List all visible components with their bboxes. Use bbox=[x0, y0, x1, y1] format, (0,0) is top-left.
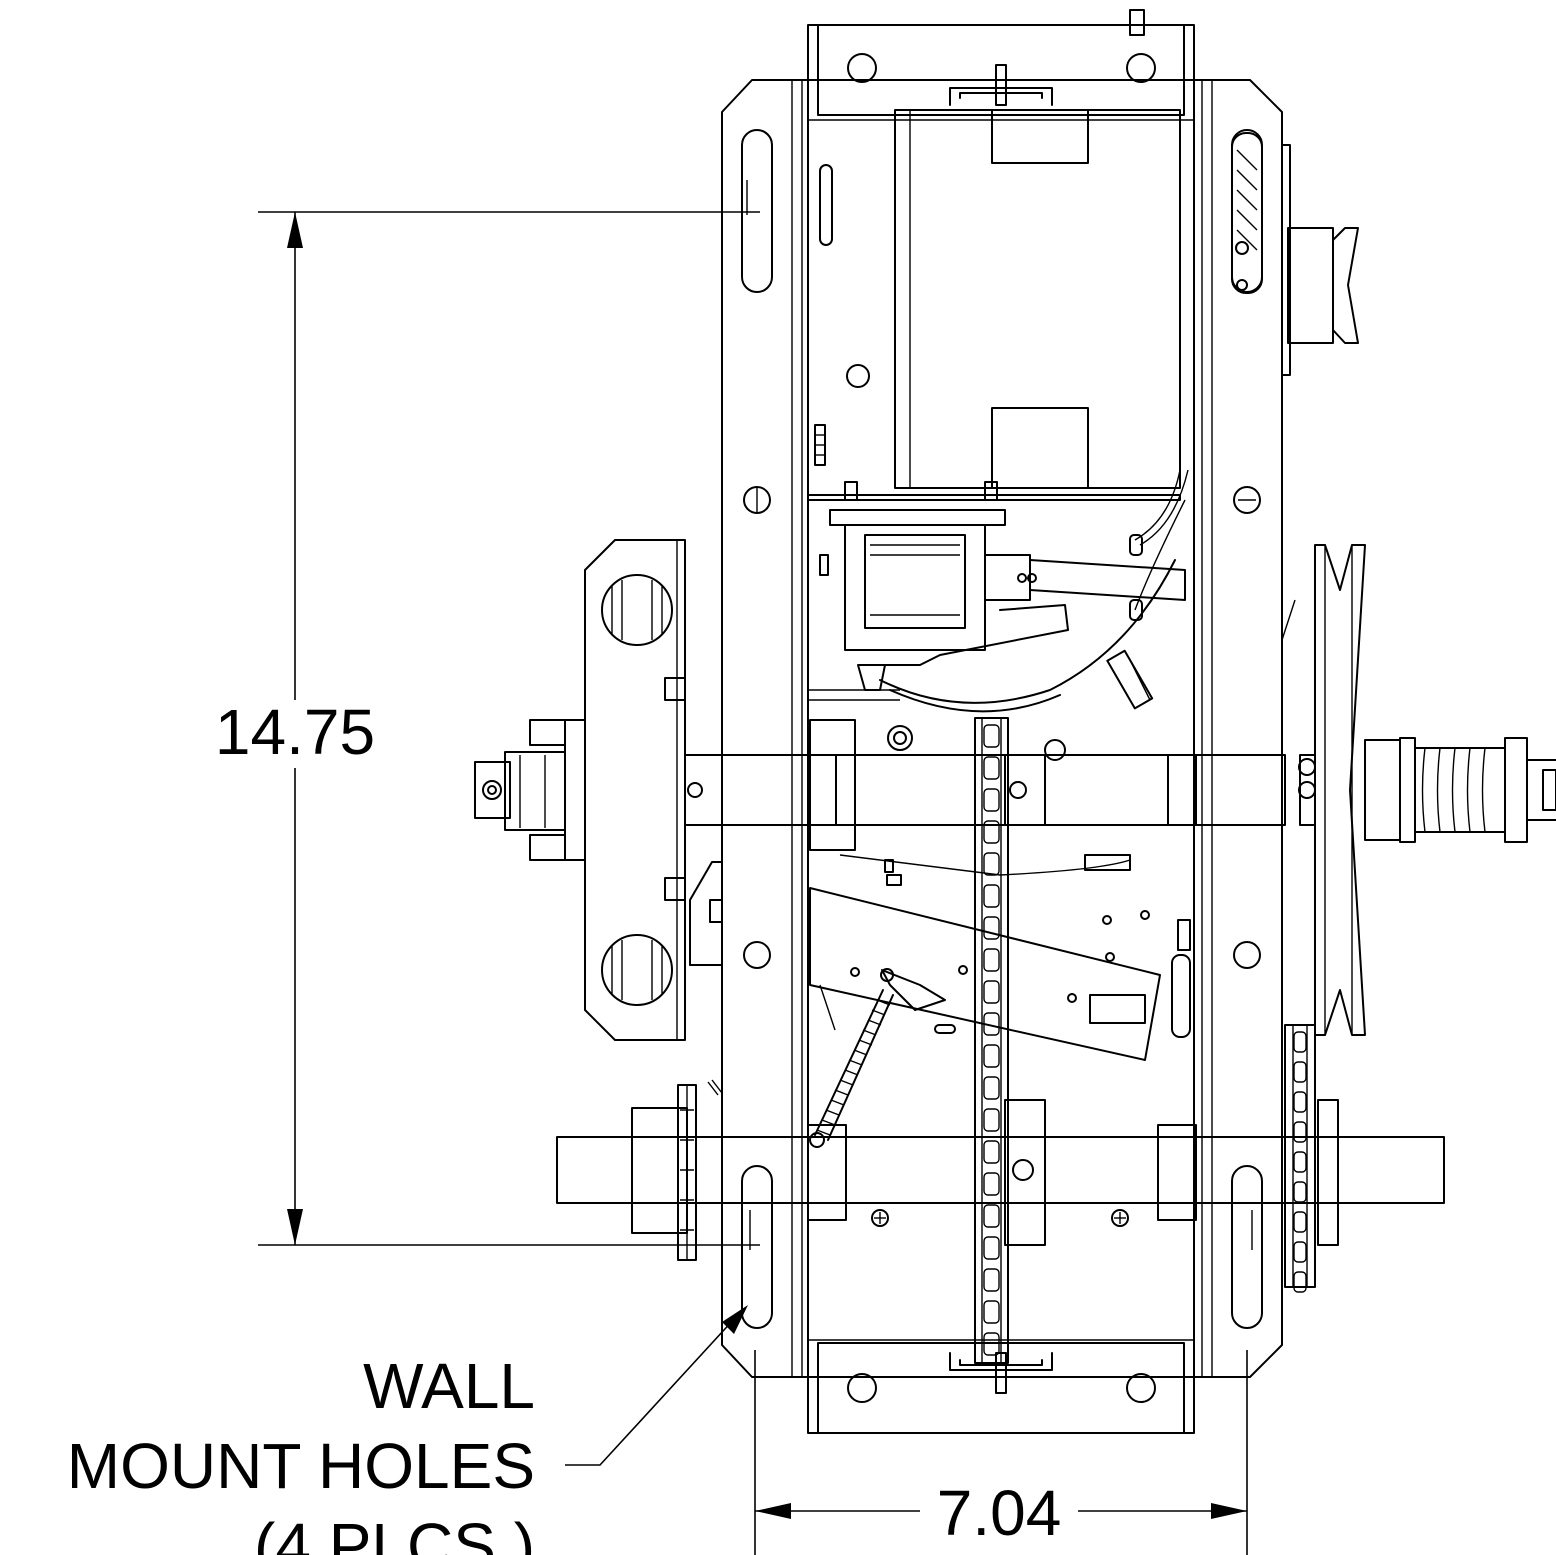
callout-arrowhead bbox=[722, 1305, 748, 1334]
callout-line-1: WALL bbox=[363, 1350, 535, 1422]
chain-link bbox=[983, 724, 1000, 748]
chain-link bbox=[983, 756, 1000, 780]
chain-link bbox=[1293, 1181, 1307, 1203]
chain-link bbox=[983, 916, 1000, 940]
arrowhead-right bbox=[1211, 1503, 1247, 1519]
chain-link bbox=[983, 1076, 1000, 1100]
lower-shaft bbox=[556, 1079, 1445, 1261]
brake-arm bbox=[809, 887, 1191, 1061]
chain-link bbox=[983, 1268, 1000, 1292]
tension-spring bbox=[809, 989, 894, 1148]
motor-box bbox=[814, 109, 1181, 489]
arrowhead-up bbox=[287, 212, 303, 248]
callout-line-2: MOUNT HOLES bbox=[67, 1430, 535, 1502]
chain-link bbox=[983, 1332, 1000, 1356]
wiring bbox=[839, 469, 1189, 886]
chain-link bbox=[983, 852, 1000, 876]
right-pulleys bbox=[1231, 132, 1556, 1293]
chain-link bbox=[983, 1012, 1000, 1036]
chain-link bbox=[1293, 1241, 1307, 1263]
arrowhead-down bbox=[287, 1209, 303, 1245]
chain-link bbox=[1293, 1031, 1307, 1053]
chain-link bbox=[1293, 1211, 1307, 1233]
chain-link bbox=[983, 980, 1000, 1004]
chain-link bbox=[1293, 1091, 1307, 1113]
chain-link bbox=[983, 1172, 1000, 1196]
chain-link bbox=[1293, 1151, 1307, 1173]
chain-link bbox=[1293, 1271, 1307, 1293]
chain-link bbox=[1293, 1121, 1307, 1143]
chain-link bbox=[983, 1204, 1000, 1228]
chain-link bbox=[983, 1044, 1000, 1068]
height-dimension: 14.75 bbox=[215, 211, 760, 1246]
chain-link bbox=[983, 884, 1000, 908]
mounting-plate bbox=[721, 79, 1283, 1378]
height-dimension-value: 14.75 bbox=[215, 696, 375, 768]
chain-link bbox=[983, 1300, 1000, 1324]
chain-link bbox=[983, 788, 1000, 812]
width-dimension: 7.04 bbox=[754, 1350, 1248, 1555]
drive-chain bbox=[974, 717, 1009, 1364]
solenoid-assembly bbox=[807, 481, 1186, 713]
arrowhead-left bbox=[755, 1503, 791, 1519]
chain-link bbox=[983, 1108, 1000, 1132]
wall-mount-callout: WALL MOUNT HOLES (4 PLCS.) bbox=[67, 1305, 748, 1555]
chain-link bbox=[1293, 1061, 1307, 1083]
width-dimension-value: 7.04 bbox=[937, 1477, 1062, 1549]
chain-link bbox=[983, 1236, 1000, 1260]
wall-mount-slots bbox=[741, 129, 1263, 1329]
chain-link bbox=[983, 1140, 1000, 1164]
left-gear-housing bbox=[474, 539, 723, 1041]
inner-housing bbox=[807, 9, 1195, 1434]
callout-line-3: (4 PLCS.) bbox=[254, 1510, 535, 1555]
chain-link bbox=[983, 820, 1000, 844]
chain-link bbox=[983, 948, 1000, 972]
